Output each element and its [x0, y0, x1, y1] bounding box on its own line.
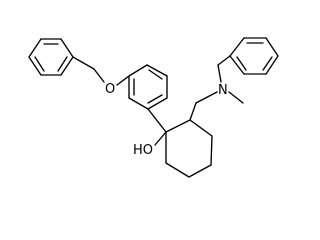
hydroxyl-label: HO — [133, 143, 153, 158]
aminomethyl-chain — [189, 55, 244, 121]
ether-oxygen-label: O — [105, 82, 115, 97]
chemical-structure: O N HO — [0, 0, 306, 198]
hydroxyl-bond — [154, 131, 167, 146]
canvas-background — [0, 0, 306, 198]
benzyloxy-linker — [72, 56, 130, 86]
aryl-ring — [128, 64, 168, 110]
benzyl-ring-left — [28, 38, 74, 76]
aryl-cyclohexyl-bond — [147, 108, 167, 133]
benzyl-ring-right — [229, 37, 279, 75]
cyclohexane-ring — [165, 119, 213, 178]
amine-nitrogen-label: N — [218, 83, 228, 98]
